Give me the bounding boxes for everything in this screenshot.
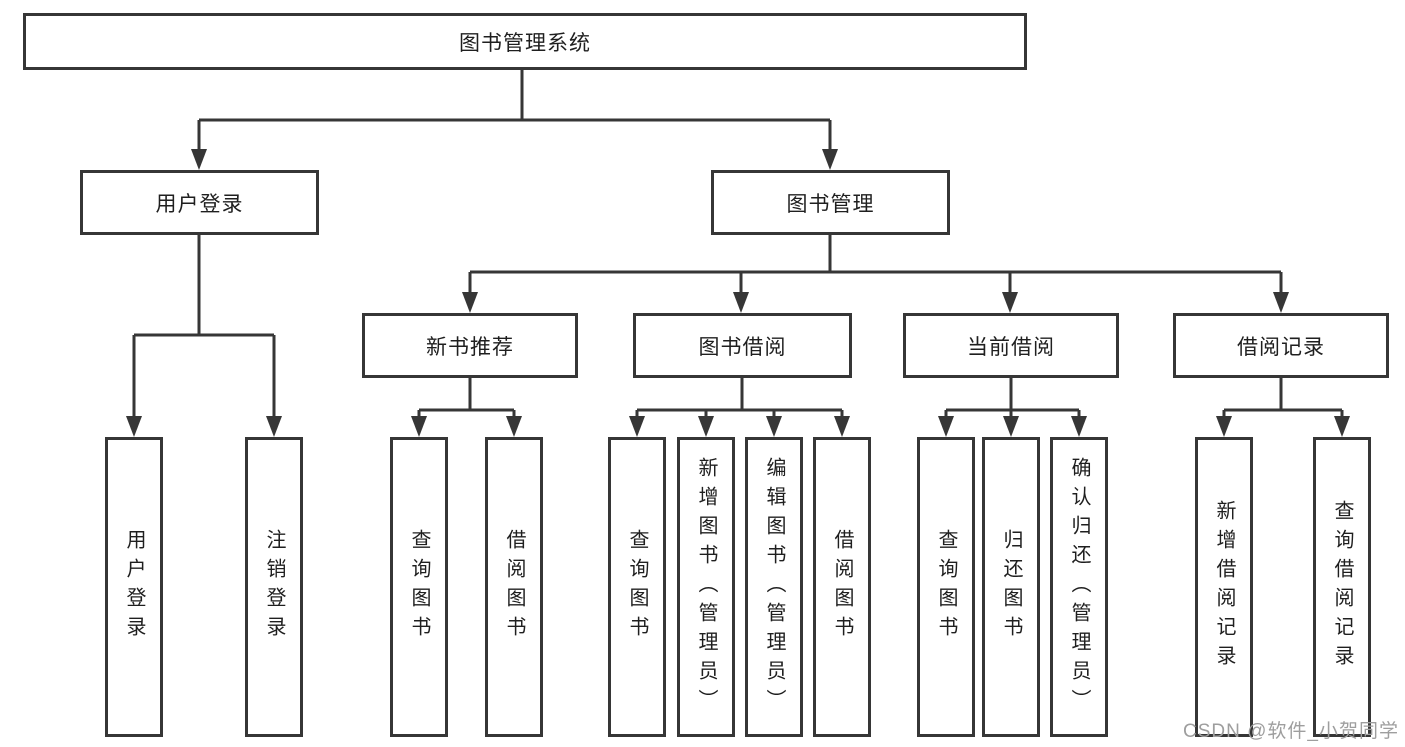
node-book-management: 图书管理 (711, 170, 950, 235)
node-user-login: 用户登录 (80, 170, 319, 235)
node-current-borrow-label: 当前借阅 (967, 335, 1055, 359)
arrowhead-icons (126, 149, 1350, 437)
node-current-borrow: 当前借阅 (903, 313, 1119, 378)
leaf-newbook-query-books: 查询图书 (390, 437, 448, 737)
leaf-borrow-edit-books-admin: 编辑图书（管理员） (745, 437, 803, 737)
leaf-record-add-record: 新增借阅记录 (1195, 437, 1253, 737)
leaf-newbook-borrow-books: 借阅图书 (485, 437, 543, 737)
node-book-management-label: 图书管理 (786, 192, 875, 216)
leaf-borrow-query-books: 查询图书 (608, 437, 666, 737)
node-new-book-recommend: 新书推荐 (362, 313, 578, 378)
node-root-label: 图书管理系统 (459, 31, 591, 55)
leaf-borrow-borrow-books: 借阅图书 (813, 437, 871, 737)
leaf-record-query-record: 查询借阅记录 (1313, 437, 1371, 737)
watermark: CSDN @软件_小贺同学 (1183, 721, 1399, 742)
leaf-user-login: 用户登录 (105, 437, 163, 737)
leaf-current-query-books: 查询图书 (917, 437, 975, 737)
leaf-current-return-books: 归还图书 (982, 437, 1040, 737)
node-book-borrow: 图书借阅 (633, 313, 852, 378)
node-root-system: 图书管理系统 (23, 13, 1027, 70)
node-user-login-label: 用户登录 (155, 192, 244, 216)
leaf-current-confirm-return-admin: 确认归还（管理员） (1050, 437, 1108, 737)
node-borrow-record: 借阅记录 (1173, 313, 1389, 378)
node-book-borrow-label: 图书借阅 (698, 335, 787, 359)
leaf-logout: 注销登录 (245, 437, 303, 737)
node-new-book-recommend-label: 新书推荐 (426, 335, 514, 359)
node-borrow-record-label: 借阅记录 (1237, 335, 1325, 359)
leaf-borrow-add-books-admin: 新增图书（管理员） (677, 437, 735, 737)
